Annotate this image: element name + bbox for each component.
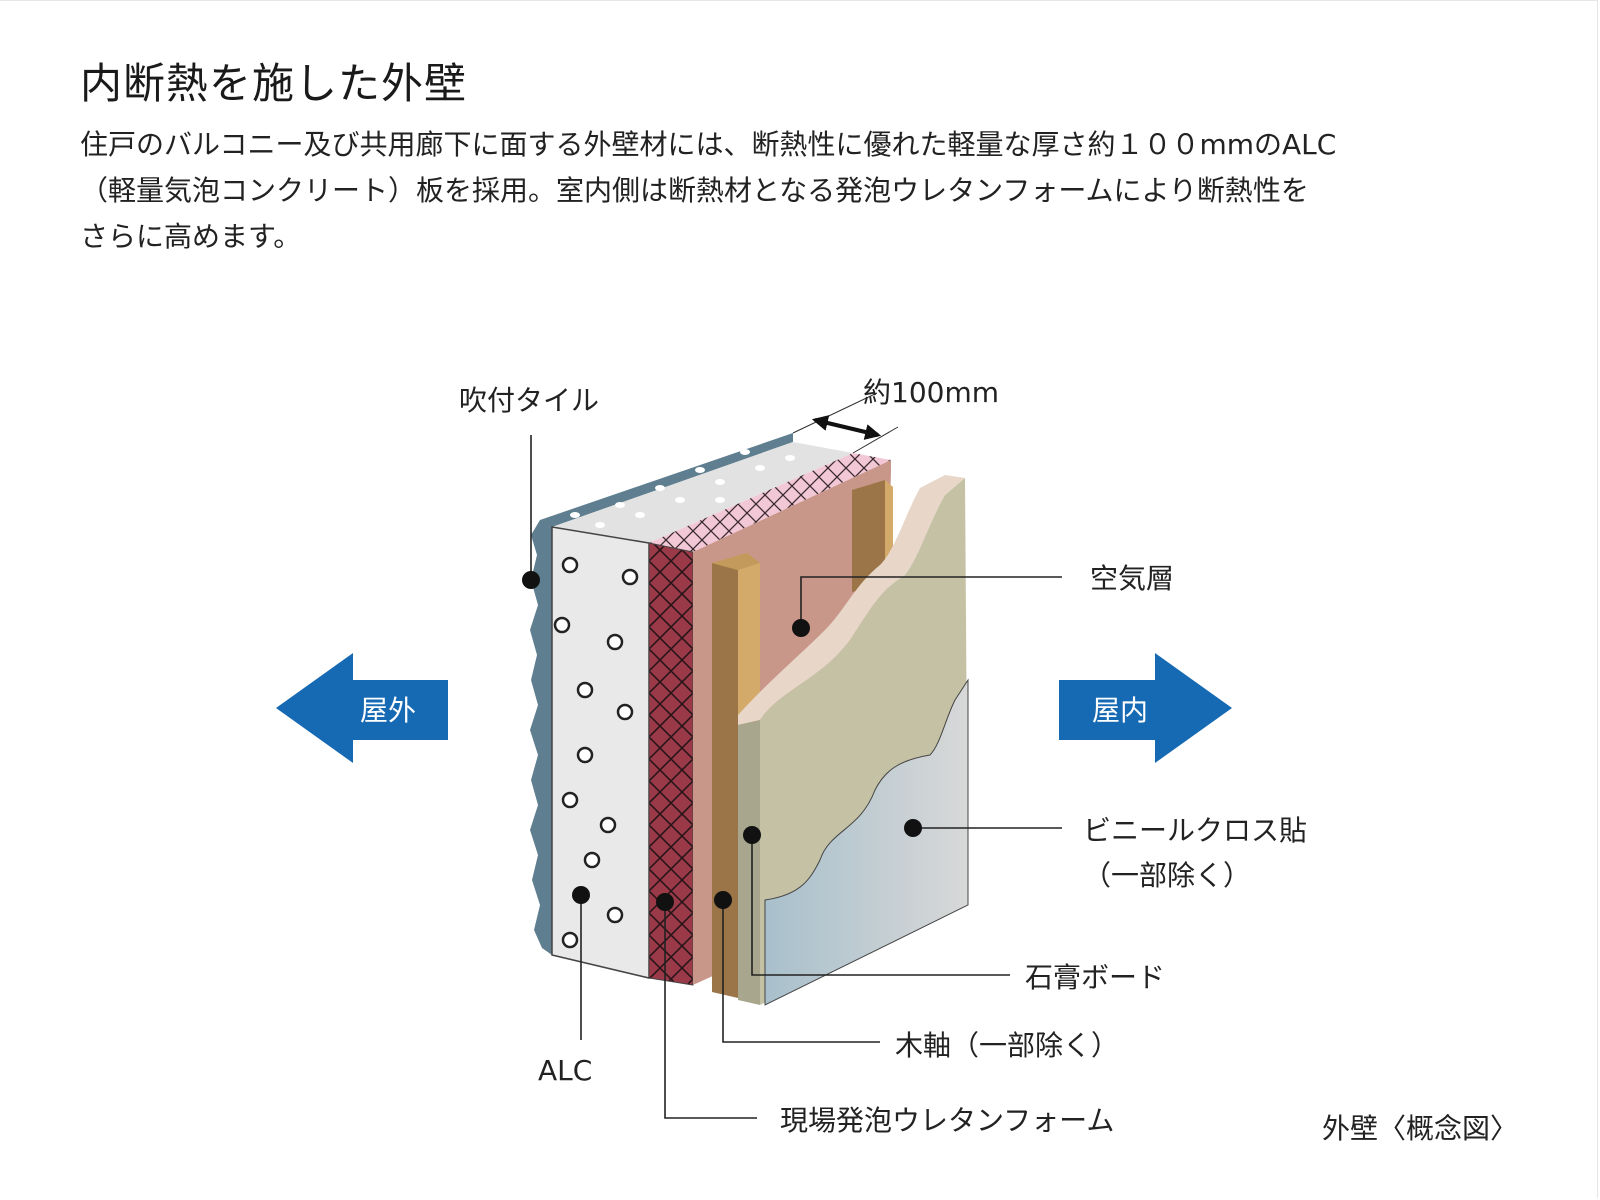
alc-pores — [553, 556, 639, 949]
label-spray-tile: 吹付タイル — [459, 384, 599, 417]
label-urethane-foam: 現場発泡ウレタンフォーム — [780, 1104, 1114, 1137]
description-line-3: さらに高めます。 — [80, 220, 302, 253]
alc-front — [551, 526, 650, 979]
leader-lines — [530, 435, 1062, 1119]
vinyl-cloth — [764, 678, 969, 1006]
leader-dots — [522, 571, 922, 911]
description: 住戸のバルコニー及び共用廊下に面する外壁材には、断熱性に優れた軽量な厚さ約１００… — [80, 122, 1520, 260]
thickness-label: 約100mm — [863, 376, 999, 409]
label-alc: ALC — [538, 1054, 592, 1087]
wood-stud-back — [852, 480, 893, 592]
caption: 外壁〈概念図〉 — [1322, 1112, 1518, 1145]
label-vinyl-cloth: ビニールクロス貼 — [1083, 814, 1307, 847]
outside-label: 屋外 — [360, 694, 416, 727]
foam-top — [649, 453, 891, 552]
label-gypsum-board: 石膏ボード — [1025, 961, 1165, 994]
gypsum-side — [738, 720, 760, 1005]
label-air-layer: 空気層 — [1090, 562, 1174, 595]
inside-arrow: 屋内 — [1059, 653, 1232, 763]
page-title: 内断熱を施した外壁 — [80, 59, 468, 108]
foam-front — [648, 542, 694, 986]
description-line-1: 住戸のバルコニー及び共用廊下に面する外壁材には、断熱性に優れた軽量な厚さ約１００… — [80, 128, 1337, 161]
thickness-dimension: 約100mm — [792, 376, 999, 454]
label-wood-frame: 木軸（一部除く） — [895, 1029, 1119, 1062]
description-line-2: （軽量気泡コンクリート）板を採用。室内側は断熱材となる発泡ウレタンフォームにより… — [80, 174, 1309, 207]
gypsum-edge — [738, 475, 965, 725]
alc-top-dots — [570, 449, 795, 528]
outside-arrow: 屋外 — [276, 653, 448, 763]
inside-label: 屋内 — [1092, 694, 1148, 727]
label-vinyl-cloth-note: （一部除く） — [1083, 859, 1251, 892]
alc-top — [552, 442, 853, 543]
